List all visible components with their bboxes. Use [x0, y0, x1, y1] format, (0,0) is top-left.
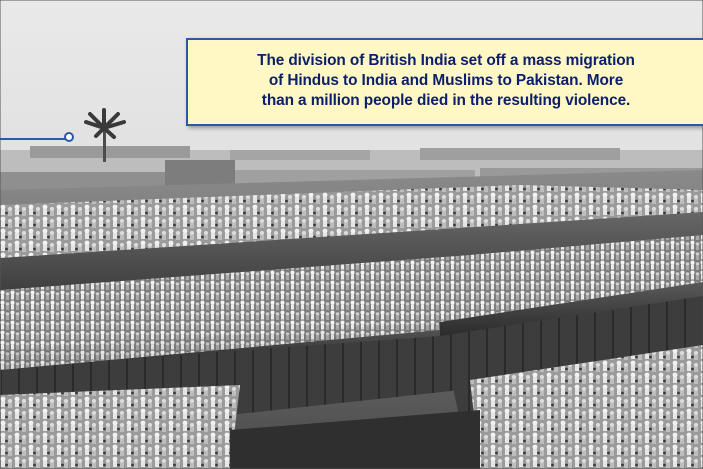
callout-leader-dot: [64, 132, 74, 142]
caption-callout-box: The division of British India set off a …: [186, 38, 703, 126]
caption-text: The division of British India set off a …: [257, 52, 635, 109]
callout-leader-line: [0, 138, 66, 140]
palm-tree: [84, 108, 126, 162]
